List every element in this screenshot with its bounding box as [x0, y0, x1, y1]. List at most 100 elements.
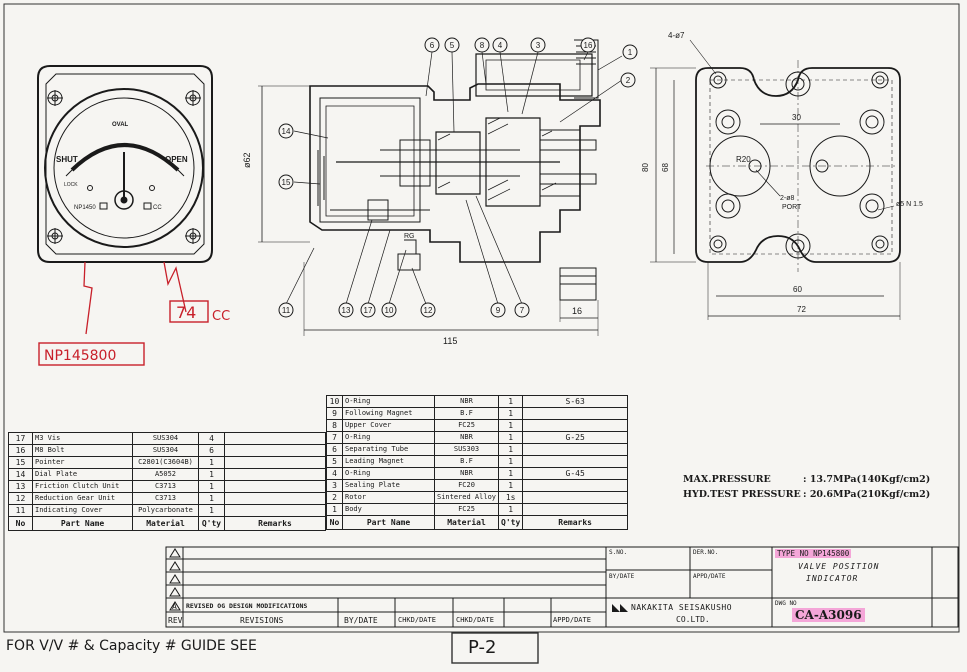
cell-name: Separating Tube — [342, 443, 435, 456]
cell-name: Body — [342, 503, 435, 516]
callout-balloon — [424, 37, 440, 53]
sheet-border — [3, 3, 960, 633]
max-pressure-row: MAX.PRESSURE: 13.7MPa(140Kgf/cm2) — [683, 474, 930, 485]
callout-number: 13 — [342, 306, 351, 315]
cell-rem — [522, 491, 628, 504]
cell-qty: 1 — [198, 468, 225, 481]
cell-mat: Sintered Alloy — [433, 491, 500, 504]
rev-text: REVISED OG DESIGN MODIFICATIONS — [186, 602, 308, 610]
cell-no: 13 — [8, 480, 33, 493]
hole-icon — [709, 71, 727, 89]
col-revisions: REVISIONS — [240, 616, 284, 625]
page-ref-box — [451, 632, 539, 664]
callout-number: 1 — [628, 48, 633, 57]
lock-label: LOCK — [64, 182, 78, 188]
callout-balloon — [360, 302, 376, 318]
cell-qty: 1 — [198, 504, 225, 517]
cell-mat: C2801(C3604B) — [132, 456, 199, 469]
callout-balloon — [444, 37, 460, 53]
model-tag: NP1450 — [74, 205, 96, 211]
cell-rem — [522, 503, 628, 516]
cell-no: 3 — [326, 479, 343, 492]
col-rev: REV — [168, 616, 183, 625]
rg-label: RG — [404, 233, 415, 240]
callout-balloon — [420, 302, 436, 318]
cell-no: 16 — [8, 444, 33, 457]
cell-mat: C3713 — [132, 480, 199, 493]
cell-qty: 1 — [498, 407, 524, 420]
callout-balloon — [474, 37, 490, 53]
title-line-1: VALVE POSITION — [798, 562, 880, 571]
cell-name: M3 Vis — [32, 432, 133, 445]
cell-no: 8 — [326, 419, 343, 432]
dwg-number: CA-A3096 — [792, 608, 865, 622]
cell-mat: C3713 — [132, 492, 199, 505]
cell-rem — [224, 492, 326, 505]
cell-mat: NBR — [433, 467, 500, 480]
cell-no: 9 — [326, 407, 343, 420]
capacity-box — [169, 300, 209, 323]
cell-rem — [224, 504, 326, 517]
cell-qty: 1 — [498, 467, 524, 480]
drw-label: DER.NO. — [693, 549, 719, 556]
cell-name: O-Ring — [342, 431, 435, 444]
red-leader-line — [163, 261, 187, 313]
cell-no: 2 — [326, 491, 343, 504]
cell-name: Rotor — [342, 491, 435, 504]
callout-number: 17 — [364, 306, 373, 315]
hole-icon — [871, 235, 889, 253]
hole-note: 4-ø7 — [668, 31, 685, 40]
test-pressure-row: HYD.TEST PRESSURE: 20.6MPa(210Kgf/cm2) — [683, 489, 930, 500]
cell-rem — [224, 432, 326, 445]
cell-qty: 1 — [198, 480, 225, 493]
company-suffix: CO.LTD. — [676, 615, 710, 624]
cell-name: Upper Cover — [342, 419, 435, 432]
brand-label: OVAL — [112, 122, 129, 128]
bolt-icon — [185, 228, 201, 244]
cell-name: Pointer — [32, 456, 133, 469]
cell-mat: Polycarbonate — [132, 504, 199, 517]
callout-number: 8 — [480, 41, 485, 50]
cell-rem: G-25 — [522, 431, 628, 444]
callout-balloon — [278, 123, 294, 139]
revision-block — [165, 546, 607, 628]
cell-name: Sealing Plate — [342, 479, 435, 492]
section-view — [258, 39, 623, 336]
cell-mat: B.F — [433, 455, 500, 468]
cell-qty: 1 — [498, 479, 524, 492]
cell-name: Dial Plate — [32, 468, 133, 481]
bolt-icon — [185, 90, 201, 106]
bolt-icon — [715, 109, 741, 135]
cell-name: O-Ring — [342, 395, 435, 408]
cell-name: O-Ring — [342, 467, 435, 480]
dim-right-label: 16 — [572, 306, 582, 316]
bolt-icon — [859, 109, 885, 135]
dim-72-label: 72 — [797, 305, 806, 314]
scale-label: S.NO. — [609, 549, 628, 556]
by-label: BY/DATE — [609, 573, 635, 580]
bolt-icon — [715, 193, 741, 219]
callout-number: 9 — [496, 306, 501, 315]
cell-rem — [522, 455, 628, 468]
cell-no: 5 — [326, 455, 343, 468]
cell-mat: SUS304 — [132, 444, 199, 457]
cell-mat: A5052 — [132, 468, 199, 481]
bolt-icon — [785, 71, 811, 97]
cell-no: 7 — [326, 431, 343, 444]
callout-number: 15 — [282, 178, 291, 187]
cell-rem — [522, 419, 628, 432]
back-view-text: 4-ø7 2-ø8 PORT ø5 N 1.5 30 R20 80 68 60 … — [641, 31, 923, 314]
